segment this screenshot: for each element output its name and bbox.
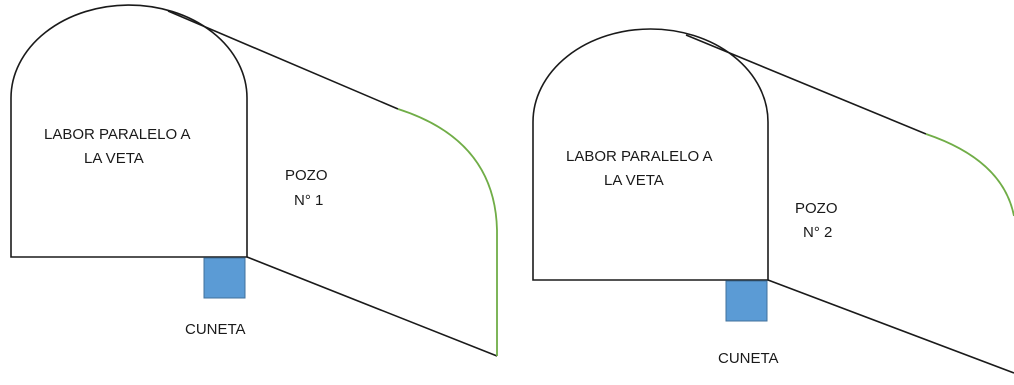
tunnel-bottom-edge [767,279,1014,374]
cuneta-box [725,280,768,322]
cuneta-label: CUNETA [185,321,246,338]
labor-label-line2: LA VETA [604,172,664,189]
figure-pozo-2: LABOR PARALELO A LA VETA POZO N° 2 CUNET… [532,28,1014,374]
cuneta-label: CUNETA [718,350,779,367]
tunnel-top-edge [685,34,927,135]
labor-label-line1: LABOR PARALELO A [44,126,190,143]
pozo-label-line2: N° 2 [803,224,832,241]
tunnel-portal-outline [532,28,769,281]
tunnel-portal-outline [10,4,248,258]
pozo-label-line2: N° 1 [294,192,323,209]
tunnel-top-edge [167,10,399,110]
labor-label-line2: LA VETA [84,150,144,167]
pozo-label-line1: POZO [285,167,328,184]
pozo-label-line1: POZO [795,200,838,217]
figure-pozo-1: LABOR PARALELO A LA VETA POZO N° 1 CUNET… [10,4,498,357]
cuneta-box [203,257,246,299]
tunnel-far-arch [397,108,498,356]
tunnel-far-arch [925,133,1014,217]
labor-label-line1: LABOR PARALELO A [566,148,712,165]
tunnel-bottom-edge [246,256,498,357]
